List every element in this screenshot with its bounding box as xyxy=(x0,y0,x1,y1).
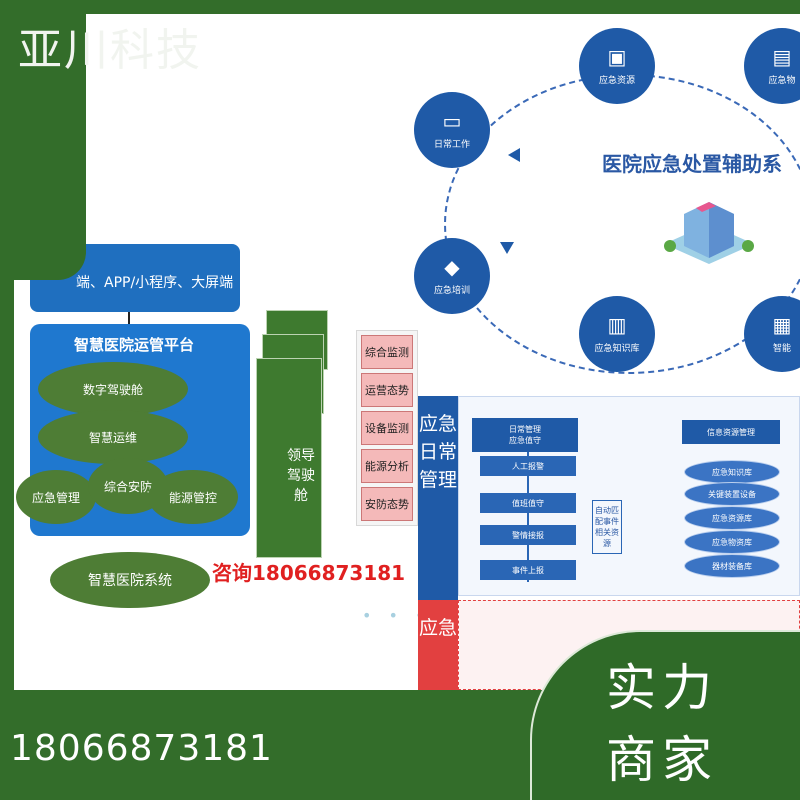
flow-step: 警情接报 xyxy=(480,525,576,545)
db-item: 应急物资库 xyxy=(684,530,780,554)
side-item: 设备监测 xyxy=(361,411,413,445)
badge xyxy=(530,630,800,800)
badge-line2: 商家 xyxy=(606,731,718,789)
module-ops: 智慧运维 xyxy=(38,410,188,464)
flow-head: 日常管理 应急值守 xyxy=(472,418,578,452)
node-smart: ▦ 智能 xyxy=(744,296,800,372)
logo-tile xyxy=(0,0,86,280)
node-label: 应急培训 xyxy=(433,285,470,296)
flow-step: 事件上报 xyxy=(480,560,576,580)
node-supplies: ▤ 应急物 xyxy=(744,28,800,104)
node-resources: ▣ 应急资源 xyxy=(579,28,655,104)
daily-management-title: 应急日常管理 xyxy=(418,413,457,491)
resource-head: 信息资源管理 xyxy=(682,420,780,444)
book-icon: ▥ xyxy=(607,312,627,337)
flow-step: 值班值守 xyxy=(480,493,576,513)
orbit-arrow xyxy=(500,242,514,254)
badge-line1: 实力 xyxy=(606,659,718,717)
node-daily: ▭ 日常工作 xyxy=(414,92,490,168)
box-icon: ▣ xyxy=(607,44,627,69)
side-list: 综合监测 运营态势 设备监测 能源分析 安防态势 xyxy=(356,330,418,526)
daily-management-bar: 应急日常管理 xyxy=(418,396,458,606)
side-item: 安防态势 xyxy=(361,487,413,521)
emergency-title: 应急 xyxy=(418,617,457,639)
side-item: 综合监测 xyxy=(361,335,413,369)
brand-name: 亚川科技 xyxy=(18,25,202,76)
db-item: 应急资源库 xyxy=(684,506,780,530)
consult-phone: 咨询18066873181 xyxy=(212,561,406,585)
module-emergency: 应急管理 xyxy=(16,470,96,524)
node-label: 智能 xyxy=(772,343,791,354)
node-label: 应急知识库 xyxy=(594,343,640,354)
auto-match-note: 自动匹配事件相关资源 xyxy=(592,500,622,554)
db-item: 应急知识库 xyxy=(684,460,780,484)
graduation-cap-icon: ◆ xyxy=(444,254,460,279)
monitor-icon: ▭ xyxy=(442,108,462,133)
content-panel: 端、APP/小程序、大屏端 智慧医院运管平台 数字驾驶舱 智慧运维 应急管理 综… xyxy=(14,14,800,690)
bottom-phone: 18066873181 xyxy=(10,728,273,769)
node-label: 日常工作 xyxy=(433,139,470,150)
cockpit-title: 领导驾驶舱 xyxy=(287,448,315,504)
node-training: ◆ 应急培训 xyxy=(414,238,490,314)
hospital-system: 智慧医院系统 xyxy=(50,552,210,608)
emergency-bar: 应急 xyxy=(418,600,458,690)
chart-icon: ▦ xyxy=(772,312,792,337)
node-label: 应急物 xyxy=(768,75,796,86)
side-item: 能源分析 xyxy=(361,449,413,483)
db-item: 器材装备库 xyxy=(684,554,780,578)
orbit-arrow xyxy=(508,148,520,162)
client-bar-label: 端、APP/小程序、大屏端 xyxy=(76,275,234,291)
connector-arrow xyxy=(128,312,130,324)
side-item: 运营态势 xyxy=(361,373,413,407)
system-title: 医院应急处置辅助系 xyxy=(602,152,782,176)
module-cockpit: 数字驾驶舱 xyxy=(38,362,188,416)
platform-title: 智慧医院运管平台 xyxy=(74,336,195,354)
carousel-dots: • • • xyxy=(362,606,431,625)
node-label: 应急资源 xyxy=(598,75,635,86)
flow-step: 人工报警 xyxy=(480,456,576,476)
flow-line xyxy=(527,452,529,582)
module-energy: 能源管控 xyxy=(148,470,238,524)
hospital-building-icon xyxy=(664,202,754,264)
clipboard-icon: ▤ xyxy=(772,44,792,69)
node-knowledge: ▥ 应急知识库 xyxy=(579,296,655,372)
cockpit-layer-1 xyxy=(256,358,322,558)
db-item: 关键装置设备 xyxy=(684,482,780,506)
